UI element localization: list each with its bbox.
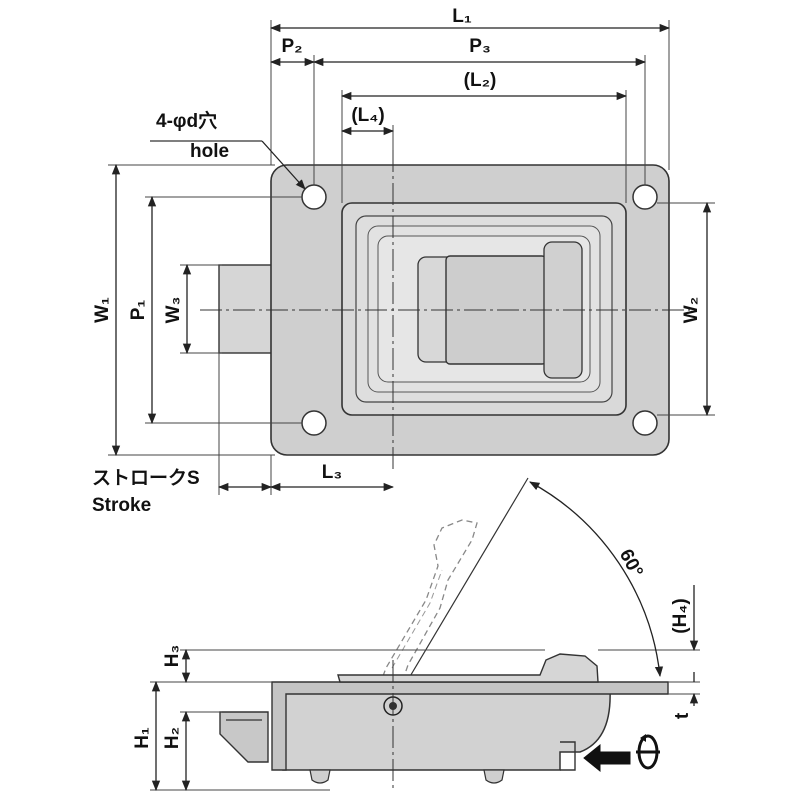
dim-angle-arc	[529, 481, 664, 678]
hole-top-right	[632, 184, 658, 210]
label-H2: H₂	[162, 727, 183, 749]
extension-lines-top	[108, 20, 715, 495]
label-H3: H₃	[162, 645, 183, 668]
hole-note-line1: 4-φd穴	[156, 109, 217, 132]
handle-closed	[337, 653, 599, 683]
key-slot	[560, 741, 576, 771]
dimension-lines-top	[111, 23, 712, 492]
label-W1: W₁	[92, 297, 113, 323]
label-L2: (L₂)	[464, 70, 497, 91]
side-view	[219, 477, 669, 790]
housing	[278, 689, 611, 771]
hole-top-left	[301, 184, 327, 210]
label-t: t	[672, 712, 693, 719]
handle-open-ghost-inner	[391, 569, 443, 669]
label-L1: L₁	[452, 6, 472, 27]
mounting-holes	[301, 184, 658, 436]
rotate-key-icon	[636, 734, 660, 770]
label-H1: H₁	[132, 727, 153, 749]
label-P1: P₁	[128, 300, 149, 321]
label-W2: W₂	[681, 297, 702, 323]
open-angle-line	[392, 477, 529, 706]
hole-bottom-left	[301, 410, 327, 436]
hole-callout-arrow	[261, 140, 306, 190]
handle-open-ghost	[375, 519, 478, 698]
hole-note-line2: hole	[190, 141, 229, 162]
push-arrow-icon	[583, 743, 631, 773]
stroke-note-line1: ストロークS	[92, 467, 200, 489]
label-L3: L₃	[322, 462, 342, 483]
label-P3: P₃	[469, 36, 490, 57]
label-angle: 60°	[615, 546, 647, 581]
bolt	[218, 264, 274, 354]
label-W3: W₃	[163, 297, 184, 324]
stud-left	[309, 769, 331, 784]
label-P2: P₂	[281, 36, 302, 57]
hole-bottom-right	[632, 410, 658, 436]
stroke-note-line2: Stroke	[92, 495, 151, 516]
dimension-lines-side	[151, 481, 699, 792]
label-H4: (H₄)	[670, 598, 691, 633]
hole-callout	[150, 140, 306, 190]
stud-right	[483, 769, 505, 784]
label-L4: (L₄)	[351, 105, 384, 126]
bolt-side	[219, 711, 269, 763]
top-view	[200, 150, 690, 470]
labels-top: L₁ P₂ P₃ (L₂) (L₄) W₁ P₁ W₃ W₂ L₃ 4-φd穴 …	[92, 6, 702, 516]
